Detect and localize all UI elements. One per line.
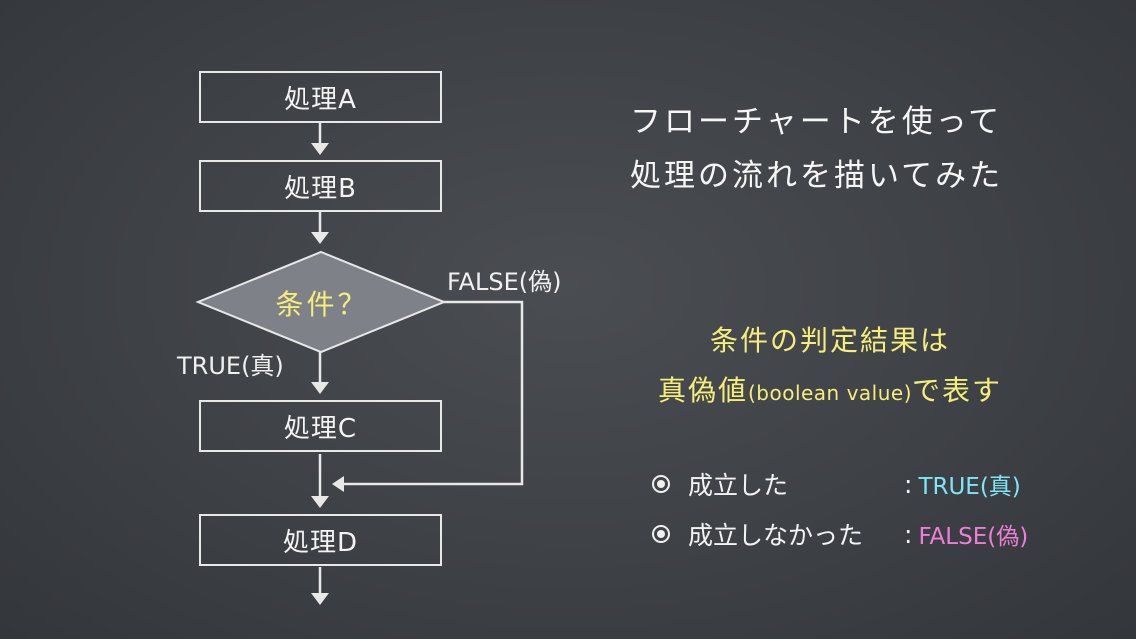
bullet-colon: : bbox=[904, 519, 913, 549]
process-d-label: 処理D bbox=[282, 527, 359, 558]
process-a-box: 処理A bbox=[199, 71, 442, 123]
true-branch-label: TRUE(真) bbox=[177, 352, 284, 380]
explanation-line-2: 真偽値(boolean value)で表す bbox=[620, 369, 1040, 409]
process-c-box: 処理C bbox=[199, 400, 442, 452]
bullet-icon bbox=[652, 525, 670, 543]
condition-label: 条件？ bbox=[275, 288, 369, 321]
arrowhead-condition-to-c bbox=[311, 382, 329, 394]
bullet-icon bbox=[652, 475, 670, 493]
explanation-line-1: 条件の判定結果は bbox=[709, 324, 950, 357]
title-line-2: 処理の流れを描いてみた bbox=[630, 158, 1004, 194]
bullet-false-value: FALSE(偽) bbox=[918, 524, 1029, 550]
bullet-text: 成立しなかった bbox=[688, 521, 864, 550]
process-b-box: 処理B bbox=[199, 160, 442, 212]
arrowhead-false-branch bbox=[332, 476, 344, 492]
arrowhead-b-to-condition bbox=[311, 232, 329, 244]
explanation-prefix: 真偽値 bbox=[657, 374, 748, 407]
bullet-text: 成立した bbox=[688, 471, 789, 500]
bullet-true-value: TRUE(真) bbox=[918, 474, 1021, 500]
false-branch-line bbox=[340, 300, 524, 486]
false-branch-label: FALSE(偽) bbox=[447, 268, 562, 296]
process-a-label: 処理A bbox=[284, 84, 357, 115]
process-b-label: 処理B bbox=[284, 173, 357, 204]
explanation-boolean-value: (boolean value) bbox=[747, 381, 913, 405]
bullet-row-true: 成立した : TRUE(真) bbox=[652, 466, 1021, 502]
process-d-box: 処理D bbox=[199, 514, 442, 566]
title-line-1: フローチャートを使って bbox=[630, 104, 1003, 140]
process-c-label: 処理C bbox=[283, 413, 358, 444]
arrowhead-a-to-b bbox=[311, 143, 329, 155]
arrowhead-d-out bbox=[311, 593, 329, 605]
explanation-suffix: で表す bbox=[912, 374, 1003, 407]
arrowhead-c-to-d bbox=[311, 496, 329, 508]
bullet-row-false: 成立しなかった : FALSE(偽) bbox=[652, 516, 1028, 552]
bullet-colon: : bbox=[904, 469, 913, 499]
